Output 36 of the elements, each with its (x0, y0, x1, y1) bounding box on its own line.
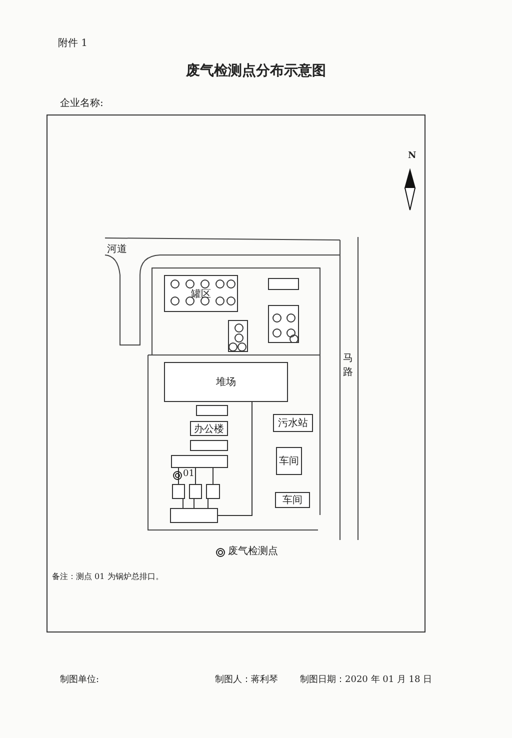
note-text: 备注：测点 01 为锅炉总排口。 (52, 573, 164, 582)
building-box (190, 421, 228, 436)
point-label: 01 (183, 470, 194, 480)
building-label: 堆场 (215, 376, 237, 389)
building-box (196, 405, 228, 416)
unit-label: 制图单位: (60, 676, 100, 686)
road-label: 马路 (343, 352, 354, 380)
pipe-line (178, 468, 179, 484)
river-label: 河道 (107, 244, 127, 255)
building-label: 污水站 (277, 416, 309, 430)
pipe-line (195, 468, 196, 484)
title: 废气检测点分布示意图 (184, 64, 327, 80)
boiler-box (172, 484, 185, 499)
company-label: 企业名称: (60, 98, 104, 109)
building-label: 车间 (278, 454, 300, 468)
building-box (276, 447, 302, 475)
pipe-line (218, 402, 252, 516)
date-label: 制图日期：2020 年 01 月 18 日 (300, 676, 432, 686)
building-label: 车间 (282, 494, 304, 507)
author-label: 制图人：蒋利琴 (215, 676, 278, 686)
boiler-box (206, 484, 220, 499)
north-label: N (408, 152, 416, 162)
building-box (275, 492, 310, 508)
building-label: 办公楼 (193, 422, 225, 436)
building-box (190, 440, 228, 451)
boiler-header-box (171, 455, 228, 468)
stockyard-box (164, 362, 288, 402)
attachment-label: 附件 1 (58, 38, 88, 49)
flue-box (170, 508, 218, 523)
pipe-line (182, 498, 184, 508)
boiler-box (189, 484, 202, 499)
building-box (273, 414, 313, 432)
legend-label: 废气检测点 (228, 546, 278, 557)
pipe-line (212, 468, 214, 484)
building-box (268, 278, 299, 290)
building-label: 罐区 (190, 288, 212, 300)
